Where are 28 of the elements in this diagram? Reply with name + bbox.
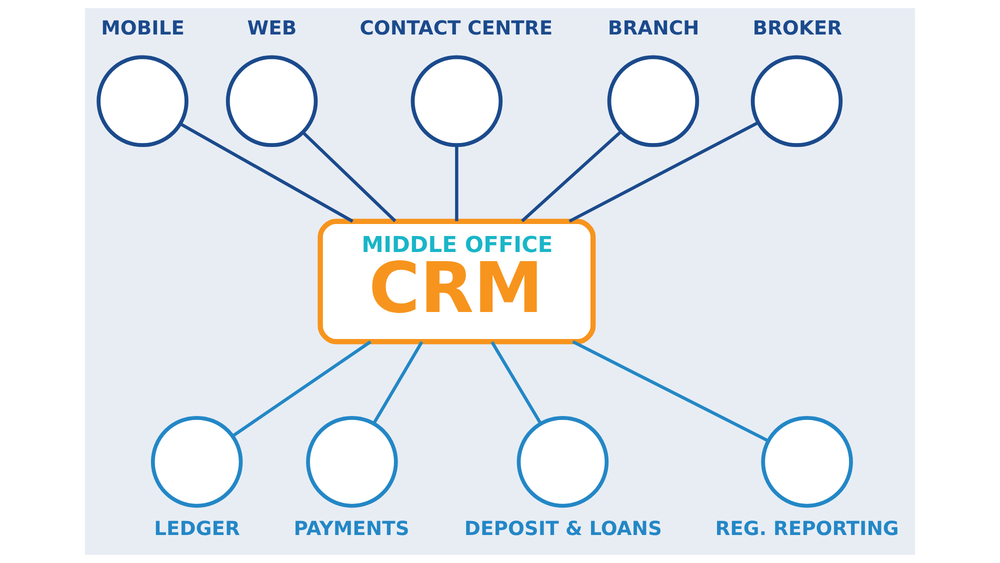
connector xyxy=(490,341,542,424)
node-circle xyxy=(761,416,853,508)
node-label: BRANCH xyxy=(608,16,700,40)
node-circle xyxy=(150,416,243,508)
node-label: REG. REPORTING xyxy=(715,516,899,540)
node-label: CONTACT CENTRE xyxy=(360,16,553,40)
node-label: MOBILE xyxy=(101,16,184,40)
connector xyxy=(232,340,372,438)
node-circle xyxy=(516,416,609,508)
node-circle xyxy=(226,55,318,148)
node-circle xyxy=(96,55,188,148)
node-label: PAYMENTS xyxy=(294,516,410,540)
node-label: LEDGER xyxy=(154,516,240,540)
node-label: BROKER xyxy=(752,16,842,40)
node-label: DEPOSIT & LOANS xyxy=(464,516,662,540)
node-label: WEB xyxy=(247,16,297,40)
node-circle xyxy=(306,416,398,508)
node-circle xyxy=(607,55,700,148)
node-circle xyxy=(750,55,843,148)
node-box: MIDDLE OFFICE CRM xyxy=(318,218,596,344)
connector xyxy=(568,121,759,223)
connector xyxy=(180,122,354,223)
connector xyxy=(372,341,424,424)
connector xyxy=(302,131,396,222)
connector xyxy=(572,340,769,442)
connector xyxy=(455,145,458,222)
connector xyxy=(521,130,622,222)
node-circle xyxy=(410,55,503,148)
